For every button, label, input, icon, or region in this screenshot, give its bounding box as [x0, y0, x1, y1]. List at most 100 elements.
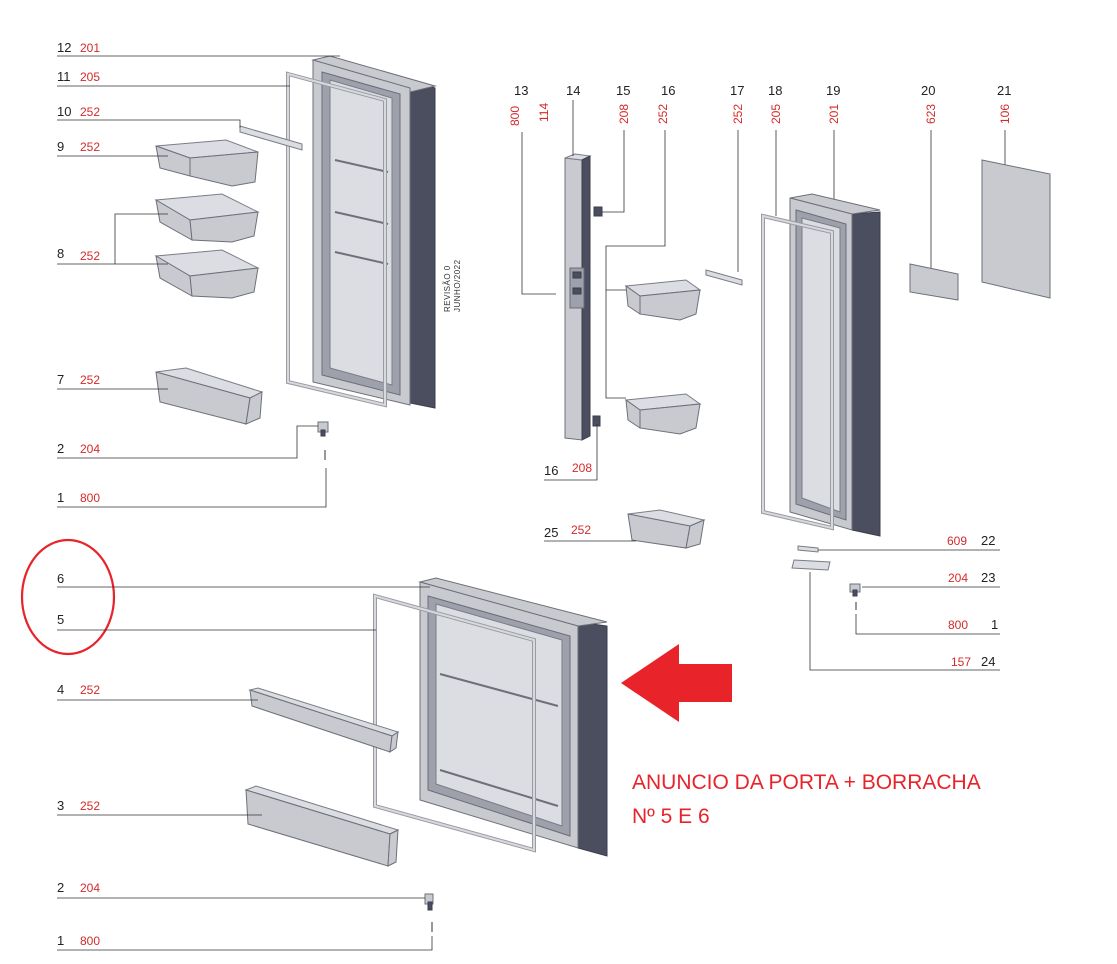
- part-8-bin-lower: [154, 249, 260, 299]
- callout-14-code: 114: [537, 103, 551, 122]
- part-20-plate: [909, 263, 959, 301]
- annotation-note: ANUNCIO DA PORTA + BORRACHA Nº 5 E 6: [632, 771, 981, 828]
- callout-3-code: 252: [80, 799, 100, 813]
- callout-7-number: 7: [57, 372, 64, 387]
- bottom-door-assembly: [244, 577, 608, 932]
- right-callouts: 609 22 204 23 800 1 157 24: [809, 533, 1000, 671]
- callout-10-code: 252: [80, 105, 100, 119]
- callout-16-number: 16: [661, 83, 675, 98]
- callout-3-number: 3: [57, 798, 64, 813]
- right-door-assembly: [761, 159, 1051, 610]
- right-door-side: [851, 211, 881, 537]
- callout-20-code: 623: [924, 104, 938, 124]
- callout-1b-number: 1: [57, 933, 64, 948]
- part-8-bin-upper: [154, 193, 260, 243]
- callout-11-code: 205: [80, 70, 100, 84]
- right-door-gasket-highlight: [762, 214, 833, 530]
- part-16-clip: [592, 415, 601, 427]
- callout-9-code: 252: [80, 140, 100, 154]
- bottom-door-side: [577, 621, 608, 857]
- part-16-bin-upper: [624, 279, 702, 321]
- revision-date: JUNHO/2022: [453, 259, 462, 312]
- bottom-callouts: 6 5 4 252 3 252 2 204 1 800: [57, 571, 433, 951]
- leader-2: [57, 425, 318, 459]
- callout-16-code: 252: [656, 104, 670, 124]
- part-2-hinge: [317, 421, 329, 437]
- door-side-panel: [409, 79, 436, 409]
- door-gasket-11-highlight: [287, 72, 386, 407]
- callout-23-number: 23: [981, 570, 995, 585]
- liner-rib: [334, 159, 389, 173]
- part-17-bar: [705, 269, 743, 286]
- callout-8-number: 8: [57, 246, 64, 261]
- bottom-liner-rib: [439, 673, 559, 707]
- callout-1b-code: 800: [80, 934, 100, 948]
- left-upper-door-assembly: REVISÃO 0 JUNHO/2022: [154, 55, 462, 460]
- part-21-panel: [981, 159, 1051, 299]
- annotation-line-2: Nº 5 E 6: [632, 805, 710, 828]
- red-arrow-icon: [621, 644, 732, 722]
- revision-label: REVISÃO 0: [443, 265, 452, 312]
- door-liner-face: [329, 79, 393, 386]
- part-10-bar: [239, 125, 303, 151]
- callout-17-code: 252: [731, 104, 745, 124]
- callout-16b-number: 16: [544, 463, 558, 478]
- callout-21-code: 106: [998, 104, 1012, 124]
- part-16-bin-lower: [624, 393, 702, 435]
- callout-15-code: 208: [617, 104, 631, 124]
- callout-14-number: 14: [566, 83, 580, 98]
- middle-callouts: 16 208 25 252: [544, 424, 636, 542]
- callout-19-code: 201: [827, 104, 841, 124]
- middle-components: [564, 153, 743, 549]
- callout-16b-code: 208: [572, 461, 592, 475]
- callout-22-code: 609: [947, 534, 967, 548]
- callout-6-number: 6: [57, 571, 64, 586]
- part-14-mullion-side: [581, 155, 591, 441]
- leader-16: [605, 130, 666, 399]
- liner-rib: [334, 211, 389, 225]
- callout-10-number: 10: [57, 104, 71, 119]
- leader-1: [57, 468, 327, 508]
- leader-1r: [855, 614, 1000, 635]
- callout-17-number: 17: [730, 83, 744, 98]
- leader-24: [809, 572, 1000, 671]
- part-15-clip: [593, 206, 603, 217]
- left-callouts: 12 201 11 205 10 252 9 252 8 252 7 252 2…: [57, 40, 340, 508]
- callout-21-number: 21: [997, 83, 1011, 98]
- callout-24-number: 24: [981, 654, 995, 669]
- part-25-bin: [627, 509, 706, 549]
- callout-12-number: 12: [57, 40, 71, 55]
- callout-2b-number: 2: [57, 880, 64, 895]
- right-door-liner-face: [801, 217, 841, 513]
- leader-15: [602, 130, 625, 213]
- callout-24-code: 157: [951, 655, 971, 669]
- callout-20-number: 20: [921, 83, 935, 98]
- callout-13-number: 13: [514, 83, 528, 98]
- part-24-plate: [791, 559, 831, 571]
- callout-5-number: 5: [57, 612, 64, 627]
- annotation-line-1: ANUNCIO DA PORTA + BORRACHA: [632, 771, 981, 794]
- callout-12-code: 201: [80, 41, 100, 55]
- callout-1-number: 1: [57, 490, 64, 505]
- callout-11-number: 11: [57, 69, 71, 84]
- callout-1-code: 800: [80, 491, 100, 505]
- callout-4-code: 252: [80, 683, 100, 697]
- part-22-piece: [797, 545, 819, 553]
- part-7-door-shelf: [155, 367, 264, 425]
- callout-2-code: 204: [80, 442, 100, 456]
- callout-1r-code: 800: [948, 618, 968, 632]
- revision-stamp: REVISÃO 0 JUNHO/2022: [443, 259, 462, 312]
- callout-15-number: 15: [616, 83, 630, 98]
- callout-7-code: 252: [80, 373, 100, 387]
- callout-1r-number: 1: [991, 617, 998, 632]
- part-3-door-shelf: [244, 785, 400, 867]
- liner-rib: [334, 251, 389, 265]
- callout-18-number: 18: [768, 83, 782, 98]
- callout-18-code: 205: [769, 104, 783, 124]
- highlight-circle: [20, 538, 116, 656]
- callout-4-number: 4: [57, 682, 64, 697]
- callout-2b-code: 204: [80, 881, 100, 895]
- callout-25-number: 25: [544, 525, 558, 540]
- callout-25-code: 252: [571, 523, 591, 537]
